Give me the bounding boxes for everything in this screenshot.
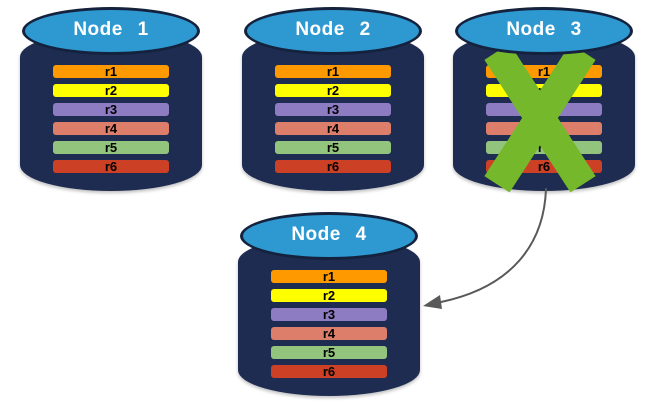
partition-r1: r1 [53,65,169,78]
node-4-cylinder-top: Node 4 [240,212,418,260]
partition-r1: r1 [271,270,387,283]
partition-r1: r1 [275,65,391,78]
partition-r4: r4 [271,327,387,340]
arrow-curve [440,188,547,303]
node-2-cylinder-top: Node 2 [244,7,422,55]
partition-r4: r4 [53,122,169,135]
node-1-cylinder-top: Node 1 [22,7,200,55]
node-1-label: Node 1 [73,19,149,40]
partition-r3: r3 [275,103,391,116]
partition-r6: r6 [275,160,391,173]
partition-r2: r2 [271,289,387,302]
partition-r6: r6 [53,160,169,173]
node-2-label: Node 2 [295,19,371,40]
node-3-label: Node 3 [506,19,582,40]
node-4-partitions: r1 r2 r3 r4 r5 r6 [271,270,387,378]
partition-r3: r3 [53,103,169,116]
partition-r2: r2 [53,84,169,97]
node-2: r1 r2 r3 r4 r5 r6 Node 2 [242,7,424,191]
node-4: r1 r2 r3 r4 r5 r6 Node 4 [238,212,420,396]
node-3-cylinder-top: Node 3 [455,7,633,55]
node-4-label: Node 4 [291,224,367,245]
node-1: r1 r2 r3 r4 r5 r6 Node 1 [20,7,202,191]
node-1-partitions: r1 r2 r3 r4 r5 r6 [53,65,169,173]
partition-r4: r4 [275,122,391,135]
node-3: r1 r2 r3 r4 r5 r6 Node 3 [453,7,635,193]
partition-r6: r6 [271,365,387,378]
partition-r3: r3 [271,308,387,321]
partition-r5: r5 [275,141,391,154]
partition-r2: r2 [275,84,391,97]
arrowhead-icon [423,295,442,309]
partition-r5: r5 [271,346,387,359]
partition-r5: r5 [53,141,169,154]
node-2-partitions: r1 r2 r3 r4 r5 r6 [275,65,391,173]
